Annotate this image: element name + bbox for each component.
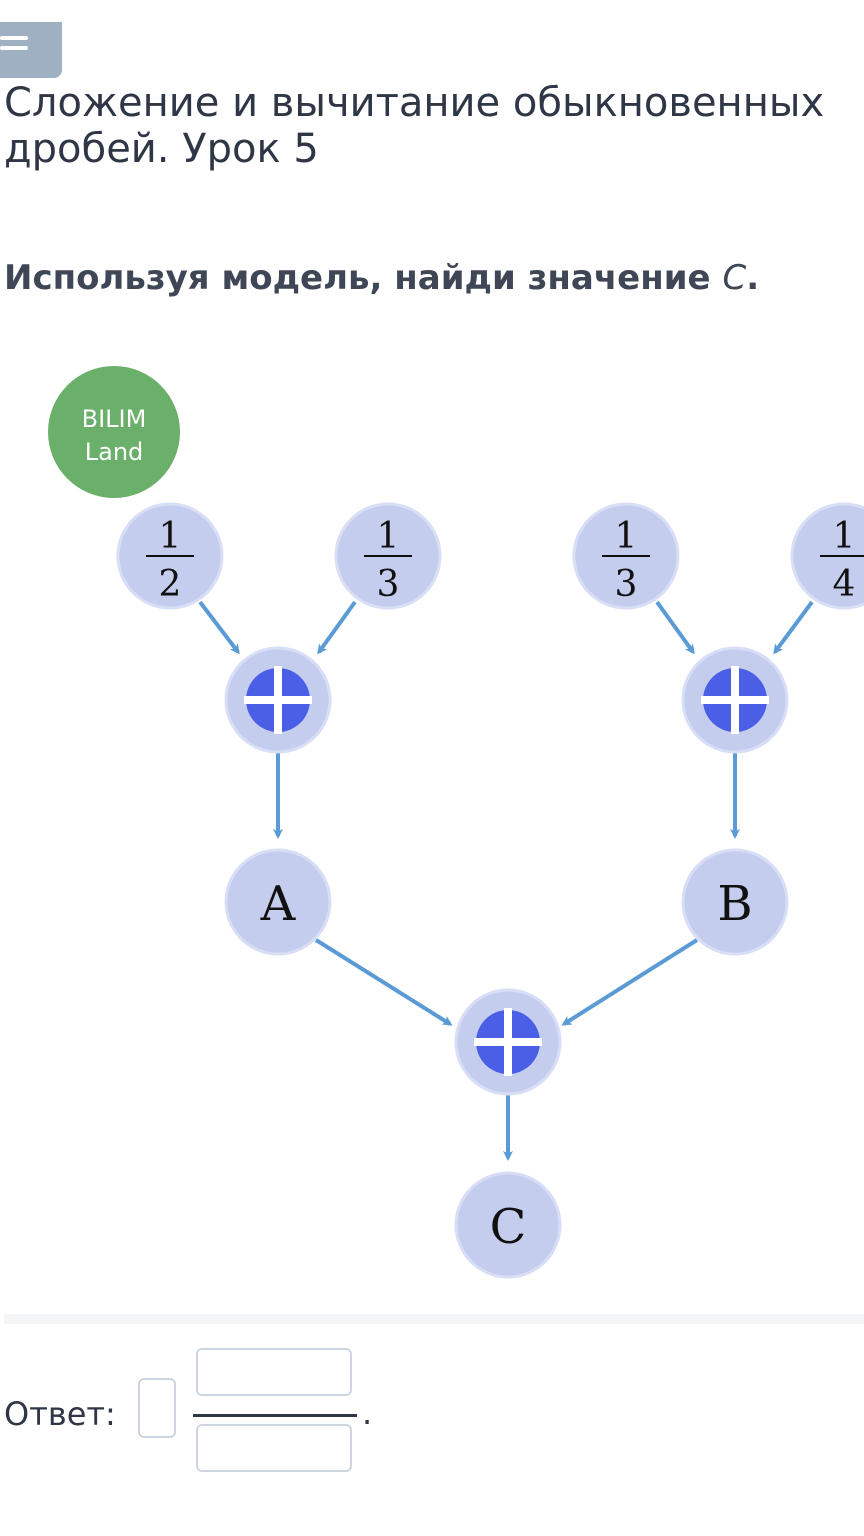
- plus-circle-icon: [244, 666, 312, 734]
- fraction-denominator: 3: [377, 564, 400, 605]
- addition-model-diagram: BILIM Land 1 2 1 3 1 3 1 4: [48, 366, 864, 1279]
- menu-bar-icon: [0, 46, 28, 50]
- section-divider: [4, 1314, 864, 1324]
- result-label-c: C: [490, 1199, 527, 1255]
- fraction-node: 1 3: [572, 502, 680, 610]
- plus-circle-icon: [474, 1008, 542, 1076]
- fraction-numerator: 1: [377, 516, 400, 557]
- fraction-node: 1 3: [334, 502, 442, 610]
- answer-label: Ответ:: [4, 1395, 116, 1433]
- denominator-input[interactable]: [196, 1424, 352, 1472]
- plus-circle-icon: [701, 666, 769, 734]
- arrow-third-to-plus-left: [317, 600, 357, 655]
- plus-node-left: [224, 646, 332, 754]
- arrow-b-to-plus-bottom: [561, 938, 699, 1026]
- logo-line1: BILIM: [82, 405, 147, 433]
- result-node-c: C: [454, 1171, 562, 1279]
- fraction-bar: [193, 1414, 357, 1417]
- answer-period: .: [362, 1394, 373, 1432]
- fraction-numerator: 1: [833, 516, 856, 557]
- plus-node-bottom: [454, 988, 562, 1096]
- question-variable: C: [722, 258, 747, 298]
- menu-button[interactable]: [0, 22, 62, 78]
- result-label-a: A: [260, 876, 297, 932]
- bilim-land-logo: BILIM Land: [48, 366, 180, 498]
- arrows: [198, 600, 814, 1161]
- result-node-a: A: [224, 848, 332, 956]
- menu-bar-icon: [0, 36, 28, 40]
- fraction-node: 1 4: [790, 502, 864, 610]
- arrow-half-to-plus-left: [198, 600, 240, 655]
- arrow-quarter-to-plus-right: [773, 600, 814, 655]
- lesson-title: Сложение и вычитание обыкновенных дробей…: [4, 80, 825, 172]
- arrow-a-to-plus-bottom: [314, 938, 453, 1026]
- arrow-third-to-plus-right: [655, 600, 695, 655]
- question-end: .: [746, 258, 760, 298]
- plus-node-right: [681, 646, 789, 754]
- result-node-b: B: [681, 848, 789, 956]
- result-label-b: B: [717, 876, 752, 932]
- fraction-denominator: 4: [833, 564, 856, 605]
- numerator-input[interactable]: [196, 1348, 352, 1396]
- logo-line2: Land: [85, 438, 144, 466]
- question-text: Используя модель, найди значение C.: [4, 258, 759, 298]
- question-main: Используя модель, найди значение: [4, 258, 723, 298]
- fraction-node: 1 2: [116, 502, 224, 610]
- fraction-denominator: 3: [615, 564, 638, 605]
- fraction-numerator: 1: [159, 516, 182, 557]
- fraction-denominator: 2: [159, 564, 182, 605]
- fraction-numerator: 1: [615, 516, 638, 557]
- whole-part-input[interactable]: [138, 1378, 176, 1438]
